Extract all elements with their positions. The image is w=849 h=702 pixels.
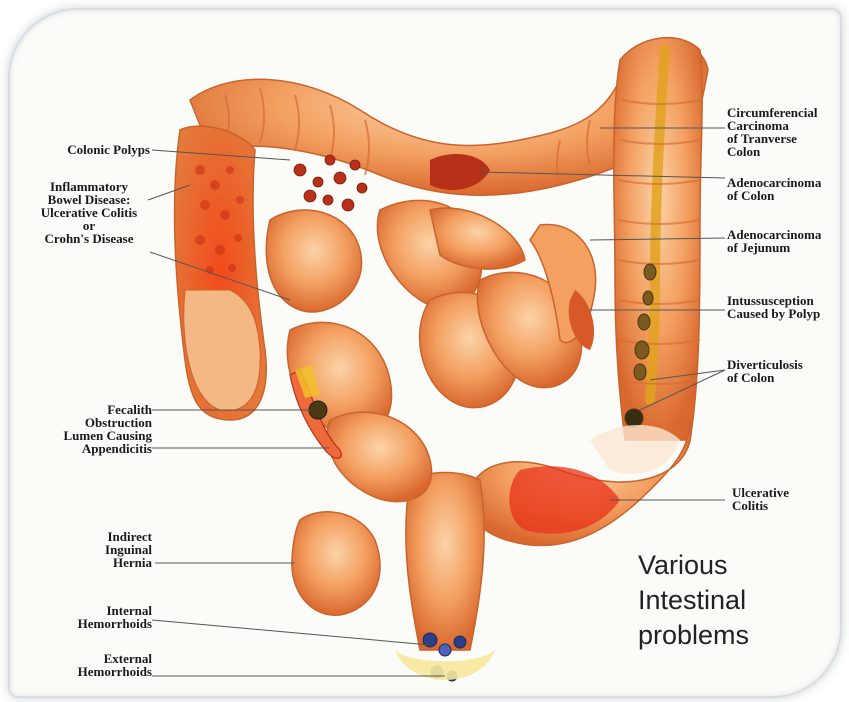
label-inguinal-hernia: Indirect Inguinal Hernia [40,530,152,569]
label-ulcerative-colitis: Ulcerative Colitis [732,486,789,512]
label-circumferential-carcinoma: Circumferencial Carcinoma of Tranverse C… [727,106,818,158]
label-fecalith: Fecalith Obstruction Lumen Causing Appen… [20,403,152,455]
sigmoid-pale [590,425,680,474]
label-diverticulosis: Diverticulosis of Colon [727,358,803,384]
colonic-polyps [294,155,367,211]
label-intussusception: Intussusception Caused by Polyp [727,294,820,320]
caption-title: Various Intestinal problems [638,548,749,653]
rectum [406,473,484,651]
label-ibd: Inflammatory Bowel Disease: Ulcerative C… [28,180,150,245]
label-adenocarcinoma-jejunum: Adenocarcinoma of Jejunum [727,228,821,254]
fecalith [309,401,327,419]
label-colonic-polyps: Colonic Polyps [30,143,150,156]
label-external-hemorrhoids: External Hemorrhoids [40,652,152,678]
label-internal-hemorrhoids: Internal Hemorrhoids [40,604,152,630]
label-adenocarcinoma-colon: Adenocarcinoma of Colon [727,176,821,202]
inguinal-hernia [292,512,380,615]
